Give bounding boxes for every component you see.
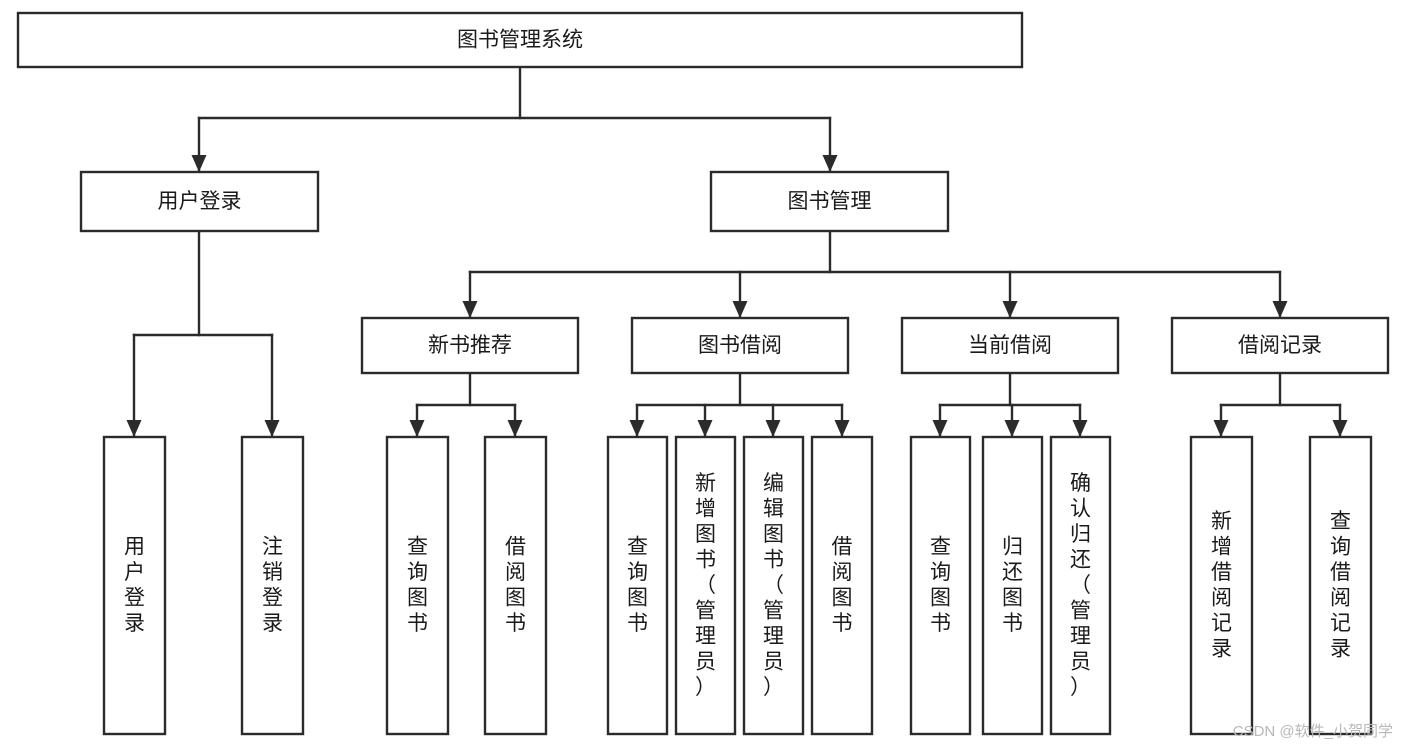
arrow-head-icon [1213,420,1229,437]
arrow-head-icon [834,420,850,437]
arrow-head-icon [126,420,142,437]
node-box-leaf-user-logout[interactable] [240,435,305,736]
node-label-leaf-edit-book: 编辑图书（管理员） [763,472,784,699]
connector-group-recommend-to-leaves [409,371,523,439]
node-box-leaf-query-book-recommend[interactable] [385,435,450,736]
node-leaf-return-book[interactable]: 归还图书 [981,435,1044,736]
node-label-leaf-query-book-recommend: 查询图书 [407,536,428,636]
arrow-head-icon [629,420,645,437]
node-box-leaf-query-book-borrow[interactable] [606,435,669,736]
node-label-leaf-user-logout: 注销登录 [262,536,283,636]
node-box-leaf-query-borrow-record[interactable] [1308,435,1373,736]
node-leaf-query-borrow-record[interactable]: 查询借阅记录 [1308,435,1373,736]
node-box-book-manage[interactable] [709,170,950,233]
node-box-leaf-add-borrow-record[interactable] [1189,435,1254,736]
node-label-leaf-query-book-borrow: 查询图书 [627,536,648,636]
arrow-head-icon [409,420,425,437]
node-box-borrow-record[interactable] [1170,316,1390,375]
node-root[interactable]: 图书管理系统 [16,11,1024,69]
node-box-root[interactable] [16,11,1024,69]
arrow-head-icon [932,420,948,437]
node-label-leaf-borrow-book-recommend: 借阅图书 [505,536,526,636]
connector-group-book-manage-to-level3 [462,229,1288,320]
watermark-label: CSDN @软件_小贺同学 [1232,723,1393,740]
node-current-borrow[interactable]: 当前借阅 [900,316,1120,375]
node-leaf-add-borrow-record[interactable]: 新增借阅记录 [1189,435,1254,736]
node-leaf-edit-book[interactable]: 编辑图书（管理员） [742,435,805,736]
node-leaf-user-logout[interactable]: 注销登录 [240,435,305,736]
node-new-book-recommend[interactable]: 新书推荐 [360,316,580,375]
node-label-current-borrow: 当前借阅 [968,334,1052,357]
node-label-leaf-add-book: 新增图书（管理员） [695,472,716,699]
connector-group-borrow-to-leaves [629,371,850,439]
arrow-head-icon [1072,420,1088,437]
node-box-leaf-query-book-current[interactable] [909,435,972,736]
node-box-leaf-user-login[interactable] [102,435,167,736]
node-leaf-borrow-book[interactable]: 借阅图书 [810,435,874,736]
arrow-head-icon [462,301,478,318]
node-label-root: 图书管理系统 [457,29,583,52]
node-label-leaf-query-borrow-record: 查询借阅记录 [1330,510,1351,661]
node-label-user-login: 用户登录 [158,190,242,213]
nodes-layer: 图书管理系统用户登录图书管理新书推荐图书借阅当前借阅借阅记录用户登录注销登录查询… [16,11,1390,736]
node-label-borrow-record: 借阅记录 [1238,334,1322,357]
arrow-head-icon [1332,420,1348,437]
node-leaf-confirm-return[interactable]: 确认归还（管理员） [1049,435,1112,736]
node-box-book-borrow[interactable] [630,316,850,375]
node-box-current-borrow[interactable] [900,316,1120,375]
node-label-leaf-user-login: 用户登录 [124,536,145,636]
node-leaf-query-book-borrow[interactable]: 查询图书 [606,435,669,736]
arrow-head-icon [1272,301,1288,318]
node-label-book-borrow: 图书借阅 [698,334,782,357]
node-box-leaf-borrow-book[interactable] [810,435,874,736]
node-box-leaf-borrow-book-recommend[interactable] [483,435,548,736]
node-label-leaf-confirm-return: 确认归还（管理员） [1070,472,1091,699]
arrow-head-icon [732,301,748,318]
arrow-head-icon [1004,420,1020,437]
connector-group-root-to-level2 [191,65,838,174]
node-book-borrow[interactable]: 图书借阅 [630,316,850,375]
arrow-head-icon [264,420,280,437]
node-box-leaf-confirm-return[interactable] [1049,435,1112,736]
node-leaf-add-book[interactable]: 新增图书（管理员） [674,435,737,736]
node-box-user-login[interactable] [79,170,320,233]
arrow-head-icon [1002,301,1018,318]
node-label-leaf-query-book-current: 查询图书 [930,536,951,636]
connector-group-record-to-leaves [1213,371,1348,439]
node-borrow-record[interactable]: 借阅记录 [1170,316,1390,375]
arrow-head-icon [191,155,207,172]
node-book-manage[interactable]: 图书管理 [709,170,950,233]
node-label-leaf-add-borrow-record: 新增借阅记录 [1211,510,1232,661]
node-leaf-query-book-recommend[interactable]: 查询图书 [385,435,450,736]
node-box-leaf-add-book[interactable] [674,435,737,736]
node-box-leaf-return-book[interactable] [981,435,1044,736]
node-box-new-book-recommend[interactable] [360,316,580,375]
node-leaf-query-book-current[interactable]: 查询图书 [909,435,972,736]
node-box-leaf-edit-book[interactable] [742,435,805,736]
node-user-login[interactable]: 用户登录 [79,170,320,233]
arrow-head-icon [765,420,781,437]
node-label-leaf-return-book: 归还图书 [1002,536,1023,636]
node-leaf-borrow-book-recommend[interactable]: 借阅图书 [483,435,548,736]
node-label-leaf-borrow-book: 借阅图书 [832,536,853,636]
arrow-head-icon [507,420,523,437]
connector-group-user-login-to-leaves [126,229,280,439]
arrow-head-icon [822,155,838,172]
node-label-book-manage: 图书管理 [788,190,872,213]
connectors-layer [126,65,1348,439]
node-leaf-user-login[interactable]: 用户登录 [102,435,167,736]
node-label-new-book-recommend: 新书推荐 [428,334,512,357]
connector-group-current-to-leaves [932,371,1088,439]
arrow-head-icon [697,420,713,437]
